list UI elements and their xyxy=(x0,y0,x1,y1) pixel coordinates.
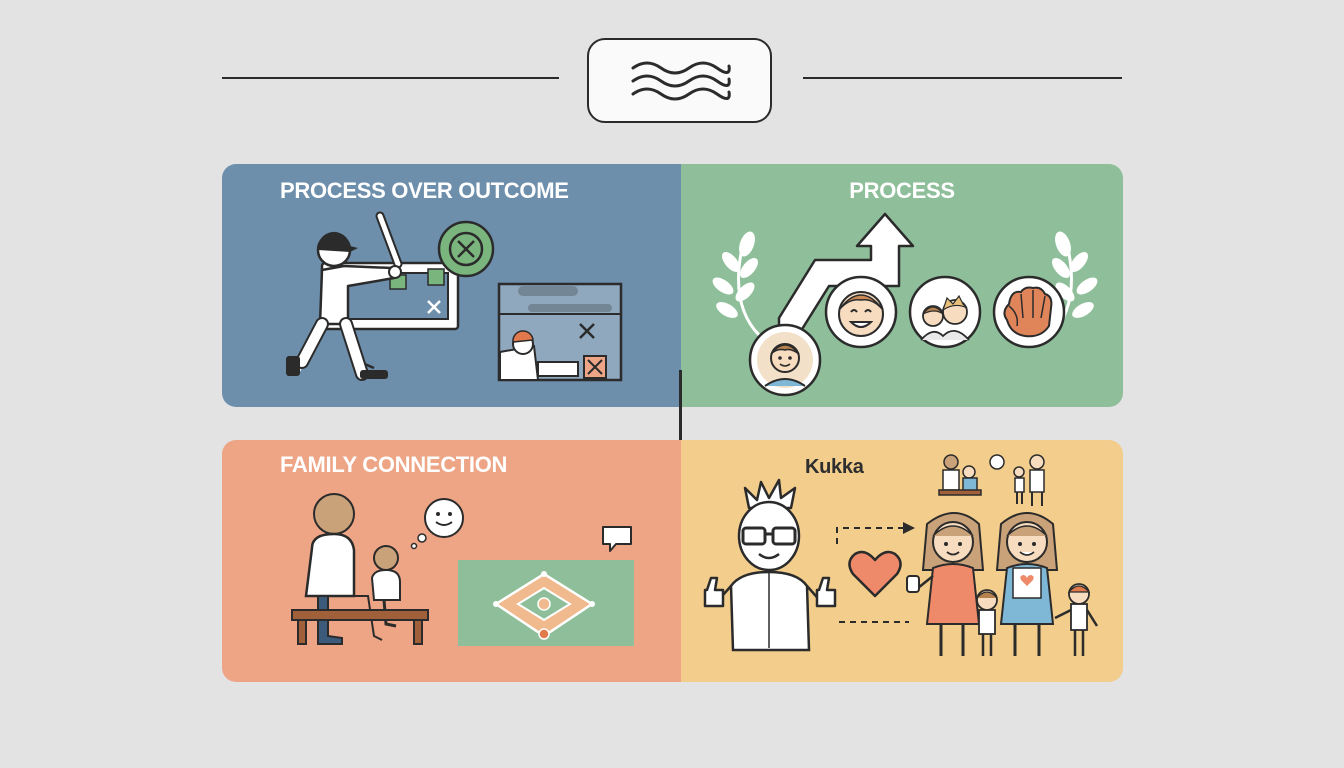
baseball-field-icon xyxy=(458,560,634,646)
panel-process-over-outcome: PROCESS OVER OUTCOME xyxy=(222,164,681,407)
parent-child-bench-icon xyxy=(291,493,429,645)
laurel-icon xyxy=(1049,231,1098,337)
panel-process: PROCESS xyxy=(681,164,1123,407)
panel-title: FAMILY CONNECTION xyxy=(280,452,508,477)
batter-icon xyxy=(286,211,403,381)
small-family-icon xyxy=(938,454,1045,506)
child-face-icon xyxy=(748,323,822,397)
wave-icon xyxy=(631,61,731,100)
x-circle-icon xyxy=(437,220,495,278)
panel-family-connection: FAMILY CONNECTION xyxy=(222,440,681,682)
small-speech-icon xyxy=(602,526,632,552)
header-badge xyxy=(587,38,772,123)
panel-kukka: Kukka xyxy=(681,440,1123,682)
heart-icon xyxy=(848,550,902,598)
kid-face-icon xyxy=(824,275,898,349)
coach-thumbs-up-icon xyxy=(703,478,837,652)
panel-title: PROCESS xyxy=(849,178,955,203)
dugout-scoreboard-icon xyxy=(497,282,623,382)
header-line-right xyxy=(803,77,1122,79)
header-line-left xyxy=(222,77,559,79)
laurel-icon xyxy=(712,231,761,337)
arrow-up-icon xyxy=(777,212,915,336)
speech-bubble-icon xyxy=(410,498,464,550)
center-divider xyxy=(679,370,682,475)
panel-title: PROCESS OVER OUTCOME xyxy=(280,178,569,203)
family-group-icon xyxy=(906,512,1099,656)
panel-title: Kukka xyxy=(805,456,864,478)
arrow-connector-icon xyxy=(836,522,915,623)
glove-icon xyxy=(992,275,1066,349)
family-faces-icon xyxy=(908,275,982,349)
